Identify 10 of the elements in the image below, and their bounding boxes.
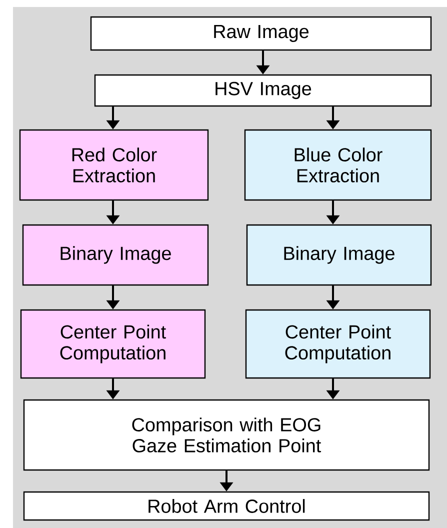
process-box: Robot Arm Control [23, 491, 430, 521]
process-box: Binary Image [22, 224, 209, 286]
process-box: Center Point Computation [245, 309, 431, 379]
process-box: HSV Image [94, 74, 432, 107]
process-box: Binary Image [246, 224, 432, 286]
process-box: Blue Color Extraction [244, 129, 432, 201]
process-box: Comparison with EOG Gaze Estimation Point [23, 399, 430, 471]
process-box: Center Point Computation [20, 309, 206, 379]
process-box: Raw Image [90, 16, 432, 51]
process-box: Red Color Extraction [19, 129, 209, 201]
